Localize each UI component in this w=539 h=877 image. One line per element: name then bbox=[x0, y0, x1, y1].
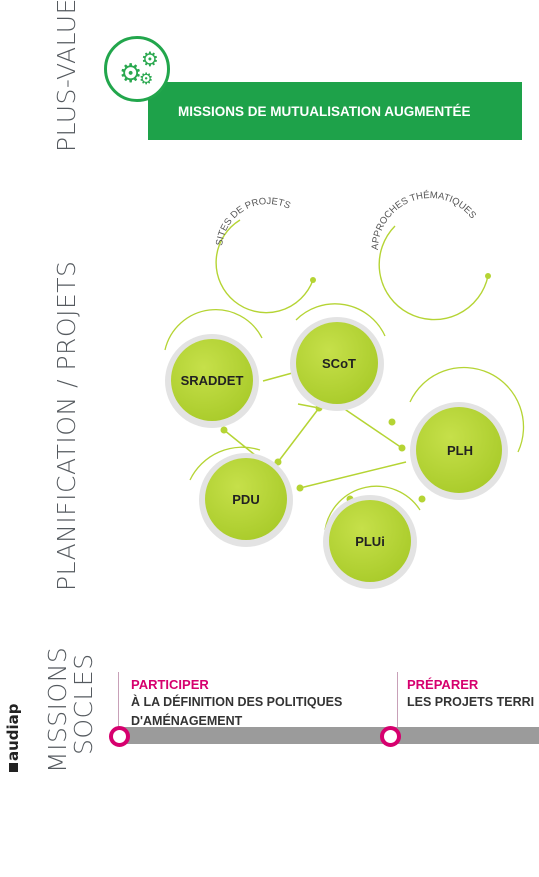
arc-sites bbox=[215, 219, 314, 314]
node-scot: SCoT bbox=[290, 317, 384, 411]
connections bbox=[223, 371, 407, 489]
timeline-dot-2 bbox=[380, 726, 401, 747]
svg-text:SRADDET: SRADDET bbox=[181, 373, 244, 388]
node-plui: PLUi bbox=[323, 495, 417, 589]
svg-text:SCoT: SCoT bbox=[322, 356, 356, 371]
svg-text:PDU: PDU bbox=[232, 492, 259, 507]
phase-title-preparer: PRÉPARER bbox=[407, 677, 479, 692]
phase-divider-2 bbox=[397, 672, 398, 728]
mission-banner-text: MISSIONS DE MUTUALISATION AUGMENTÉE bbox=[178, 103, 471, 119]
phase-title-participer: PARTICIPER bbox=[131, 677, 209, 692]
node-plh: PLH bbox=[410, 402, 508, 500]
phase-desc-participer: À LA DÉFINITION DES POLITIQUES D'AMÉNAGE… bbox=[131, 695, 343, 728]
mission-banner: MISSIONS DE MUTUALISATION AUGMENTÉE bbox=[148, 82, 522, 140]
node-sraddet: SRADDET bbox=[165, 334, 259, 428]
node-pdu: PDU bbox=[199, 453, 293, 547]
phase-desc-preparer: LES PROJETS TERRI bbox=[407, 695, 535, 709]
gears-icon: ⚙ ⚙ ⚙ bbox=[104, 36, 170, 102]
phase-divider-1 bbox=[118, 672, 119, 728]
timeline-dot-1 bbox=[109, 726, 130, 747]
svg-text:PLUi: PLUi bbox=[355, 534, 385, 549]
arc-approches bbox=[378, 225, 489, 321]
arc-label-approches: APPROCHES THÉMATIQUES bbox=[370, 190, 478, 250]
timeline-bar bbox=[117, 727, 539, 744]
svg-text:PLH: PLH bbox=[447, 443, 473, 458]
arc-label-sites: SITES DE PROJETS bbox=[214, 196, 292, 247]
